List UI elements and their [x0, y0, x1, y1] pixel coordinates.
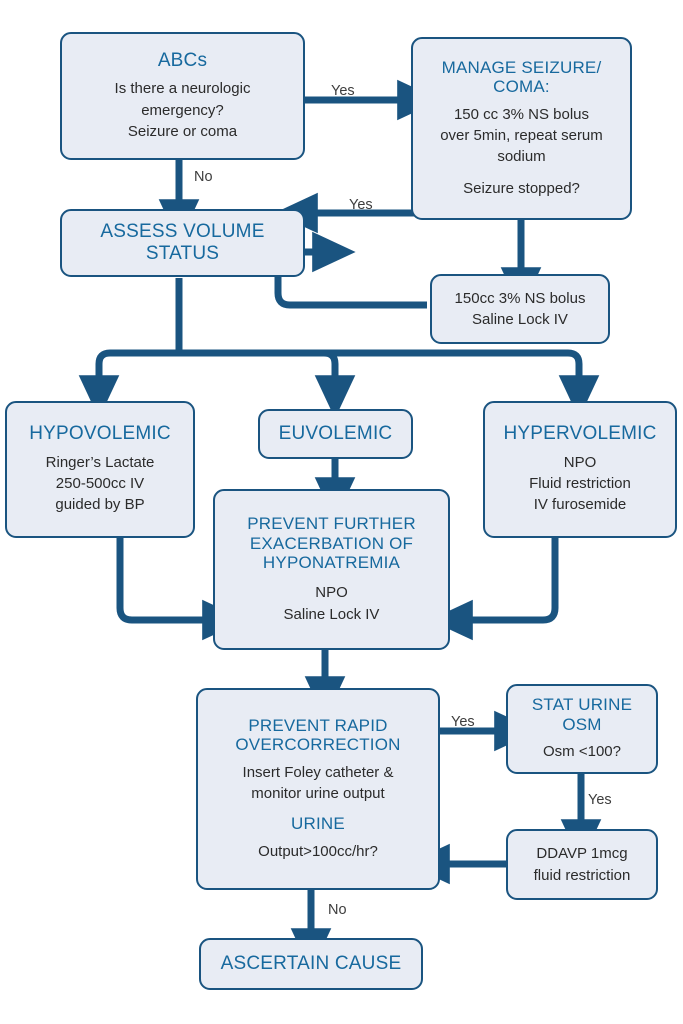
- node-ns-bolus-saline-lock[interactable]: 150cc 3% NS bolus Saline Lock IV: [430, 274, 610, 344]
- edge-label-overcorrection-to-stat-urine-osm: Yes: [451, 714, 475, 730]
- node-prevent-overcorrection-urine-question: Output>100cc/hr?: [258, 842, 378, 860]
- node-ns-bolus-body: 150cc 3% NS bolus Saline Lock IV: [454, 289, 586, 328]
- node-hypervolemic-heading: HYPERVOLEMIC: [503, 423, 657, 445]
- node-assess-volume-status[interactable]: ASSESS VOLUME STATUS: [60, 209, 305, 277]
- node-prevent-exacerbation-heading: PREVENT FURTHER EXACERBATION OF HYPONATR…: [247, 514, 416, 572]
- node-assess-volume-heading: ASSESS VOLUME STATUS: [100, 221, 265, 264]
- node-hypervolemic-body: NPO Fluid restriction IV furosemide: [529, 453, 631, 514]
- node-abcs-body: Is there a neurologic emergency? Seizure…: [114, 80, 251, 140]
- edge-assess-volume-to-hypovolemic: [78, 349, 179, 419]
- edge-label-abcs-to-manage-seizure: Yes: [331, 83, 355, 99]
- edge-hypervolemic-to-prevent-exacerbation: [429, 538, 559, 641]
- edge-label-abcs-to-assess-volume: No: [194, 169, 213, 185]
- node-ascertain-cause[interactable]: ASCERTAIN CAUSE: [199, 938, 423, 990]
- node-prevent-overcorrection-body: Insert Foley catheter & monitor urine ou…: [242, 763, 394, 803]
- node-hypovolemic-heading: HYPOVOLEMIC: [29, 423, 171, 445]
- node-stat-urine-osm[interactable]: STAT URINE OSM Osm <100?: [506, 684, 658, 774]
- node-euvolemic[interactable]: EUVOLEMIC: [258, 409, 413, 459]
- node-hypovolemic[interactable]: HYPOVOLEMIC Ringer’s Lactate 250-500cc I…: [5, 401, 195, 538]
- edge-label-seizure-stopped-yes: Yes: [349, 197, 373, 213]
- node-manage-seizure-coma[interactable]: MANAGE SEIZURE/ COMA: 150 cc 3% NS bolus…: [411, 37, 632, 220]
- node-prevent-rapid-overcorrection[interactable]: PREVENT RAPID OVERCORRECTION Insert Fole…: [196, 688, 440, 890]
- node-ddavp-body: DDAVP 1mcg fluid restriction: [533, 845, 631, 884]
- node-prevent-overcorrection-heading: PREVENT RAPID OVERCORRECTION: [235, 715, 401, 755]
- node-hypervolemic[interactable]: HYPERVOLEMIC NPO Fluid restriction IV fu…: [483, 401, 677, 538]
- node-stat-urine-osm-heading: STAT URINE OSM: [531, 695, 633, 734]
- node-prevent-exacerbation-body: NPO Saline Lock IV: [283, 584, 380, 623]
- node-abcs[interactable]: ABCs Is there a neurologic emergency? Se…: [60, 32, 305, 160]
- node-manage-seizure-heading: MANAGE SEIZURE/ COMA:: [441, 58, 602, 97]
- node-prevent-further-exacerbation[interactable]: PREVENT FURTHER EXACERBATION OF HYPONATR…: [213, 489, 450, 650]
- edge-label-stat-urine-osm-to-ddavp: Yes: [588, 792, 612, 808]
- node-hypovolemic-body: Ringer’s Lactate 250-500cc IV guided by …: [45, 453, 155, 514]
- node-manage-seizure-question: Seizure stopped?: [463, 179, 580, 197]
- node-abcs-heading: ABCs: [157, 49, 208, 71]
- edge-assess-volume-to-hypervolemic: [179, 349, 600, 419]
- node-stat-urine-osm-body: Osm <100?: [543, 743, 621, 761]
- edge-assess-volume-to-euvolemic: [179, 349, 356, 419]
- node-ascertain-cause-heading: ASCERTAIN CAUSE: [220, 953, 402, 975]
- edge-label-urine-to-ascertain-cause: No: [328, 902, 347, 918]
- node-prevent-overcorrection-urine-heading: URINE: [291, 814, 345, 834]
- node-euvolemic-heading: EUVOLEMIC: [278, 423, 393, 445]
- node-manage-seizure-body: 150 cc 3% NS bolus over 5min, repeat ser…: [440, 105, 603, 166]
- node-ddavp[interactable]: DDAVP 1mcg fluid restriction: [506, 829, 658, 900]
- edge-hypovolemic-to-prevent-exacerbation: [116, 538, 246, 641]
